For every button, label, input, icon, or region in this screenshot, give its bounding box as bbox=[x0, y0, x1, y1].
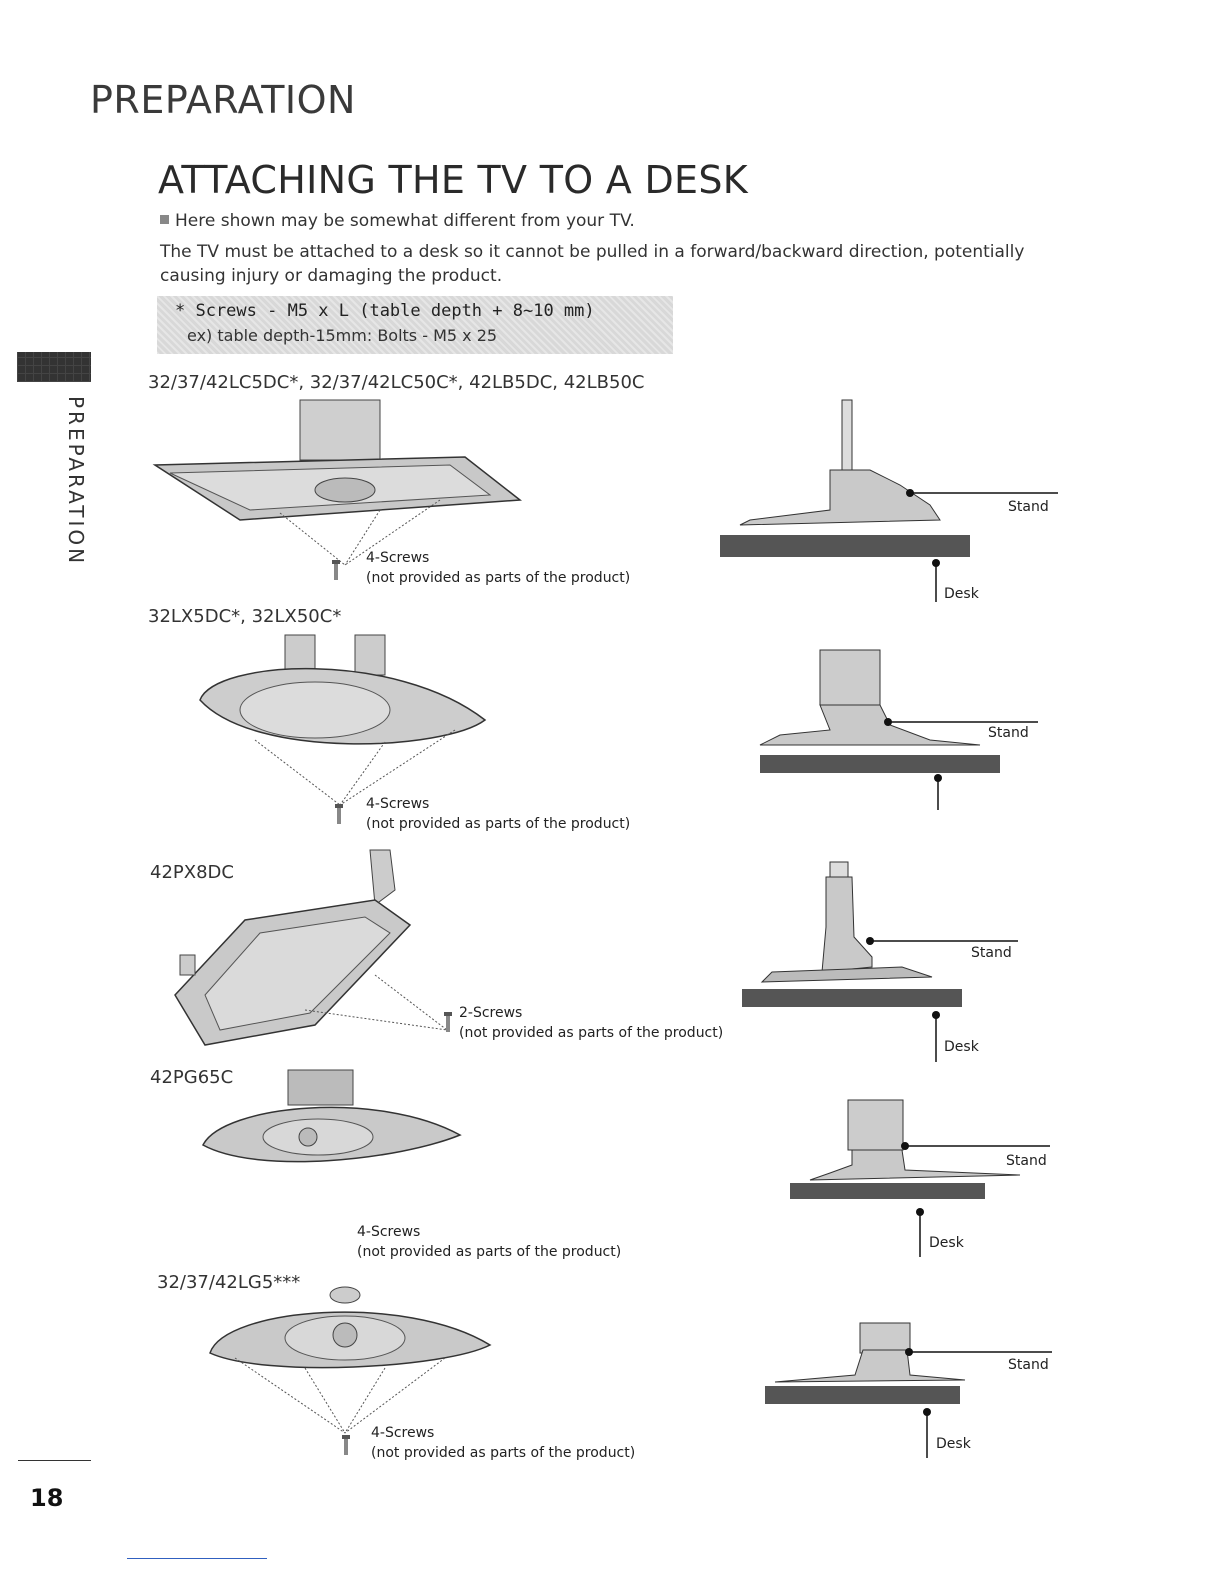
screw-icon bbox=[332, 560, 340, 580]
model-name: 32LX5DC*, 32LX50C* bbox=[148, 606, 342, 627]
side-tab-marker bbox=[17, 352, 91, 382]
model-name: 32/37/42LC5DC*, 32/37/42LC50C*, 42LB5DC,… bbox=[148, 372, 645, 393]
stand-bottom-illustration bbox=[199, 634, 487, 806]
screws-count: 4-Screws bbox=[371, 1425, 435, 1441]
section-title: PREPARATION bbox=[90, 78, 356, 122]
screws-count: 4-Screws bbox=[357, 1224, 421, 1240]
screws-caption: 4-Screws (not provided as parts of the p… bbox=[371, 1423, 635, 1463]
stand-label: Stand bbox=[988, 725, 1029, 741]
screws-note: (not provided as parts of the product) bbox=[459, 1025, 724, 1041]
stand-side-illustration bbox=[765, 1322, 1052, 1458]
stand-label: Stand bbox=[1008, 499, 1049, 515]
screws-count: 4-Screws bbox=[366, 550, 430, 566]
desk-label: Desk bbox=[929, 1235, 964, 1251]
model-name: 32/37/42LG5*** bbox=[157, 1272, 301, 1293]
screw-spec-line2: ex) table depth-15mm: Bolts - M5 x 25 bbox=[187, 326, 498, 345]
stand-label: Stand bbox=[1006, 1153, 1047, 1169]
screws-caption: 4-Screws (not provided as parts of the p… bbox=[366, 794, 630, 834]
body-text: The TV must be attached to a desk so it … bbox=[160, 242, 1025, 286]
bullet-icon bbox=[160, 215, 169, 224]
screws-caption: 4-Screws (not provided as parts of the p… bbox=[357, 1222, 621, 1262]
stand-side-illustration bbox=[790, 1099, 1050, 1257]
stand-bottom-illustration bbox=[209, 1286, 492, 1434]
stand-label: Stand bbox=[971, 945, 1012, 961]
desk-label: Desk bbox=[936, 1436, 971, 1452]
stand-side-illustration bbox=[742, 861, 1018, 1062]
screw-icon bbox=[335, 804, 343, 824]
model-name: 42PX8DC bbox=[150, 862, 234, 883]
screws-note: (not provided as parts of the product) bbox=[366, 816, 631, 832]
screws-caption: 2-Screws (not provided as parts of the p… bbox=[459, 1003, 723, 1043]
desk-label: Desk bbox=[944, 1039, 979, 1055]
screws-note: (not provided as parts of the product) bbox=[357, 1244, 622, 1260]
screws-note: (not provided as parts of the product) bbox=[366, 570, 631, 586]
screws-caption: 4-Screws (not provided as parts of the p… bbox=[366, 548, 630, 588]
desk-label: Desk bbox=[944, 586, 979, 602]
stand-bottom-illustration bbox=[174, 849, 448, 1046]
side-tab-label: PREPARATION bbox=[64, 396, 88, 567]
screws-count: 2-Screws bbox=[459, 1005, 523, 1021]
model-name: 42PG65C bbox=[150, 1067, 234, 1088]
note-text: Here shown may be somewhat different fro… bbox=[175, 211, 635, 231]
note: Here shown may be somewhat different fro… bbox=[160, 211, 635, 231]
screws-note: (not provided as parts of the product) bbox=[371, 1445, 636, 1461]
screw-icon bbox=[444, 1012, 452, 1032]
screw-icon bbox=[342, 1435, 350, 1455]
stand-label: Stand bbox=[1008, 1357, 1049, 1373]
stand-bottom-illustration bbox=[202, 1069, 462, 1163]
screw-spec-box: * Screws - M5 x L (table depth + 8~10 mm… bbox=[157, 296, 673, 354]
page-heading: ATTACHING THE TV TO A DESK bbox=[158, 158, 748, 202]
bottom-rule bbox=[127, 1558, 267, 1559]
footer-rule bbox=[18, 1460, 91, 1461]
screw-spec-line1: * Screws - M5 x L (table depth + 8~10 mm… bbox=[175, 301, 595, 321]
page-number: 18 bbox=[30, 1484, 64, 1512]
stand-side-illustration bbox=[759, 649, 1038, 810]
stand-side-illustration bbox=[720, 399, 1058, 602]
screws-count: 4-Screws bbox=[366, 796, 430, 812]
stand-bottom-illustration bbox=[152, 399, 522, 566]
